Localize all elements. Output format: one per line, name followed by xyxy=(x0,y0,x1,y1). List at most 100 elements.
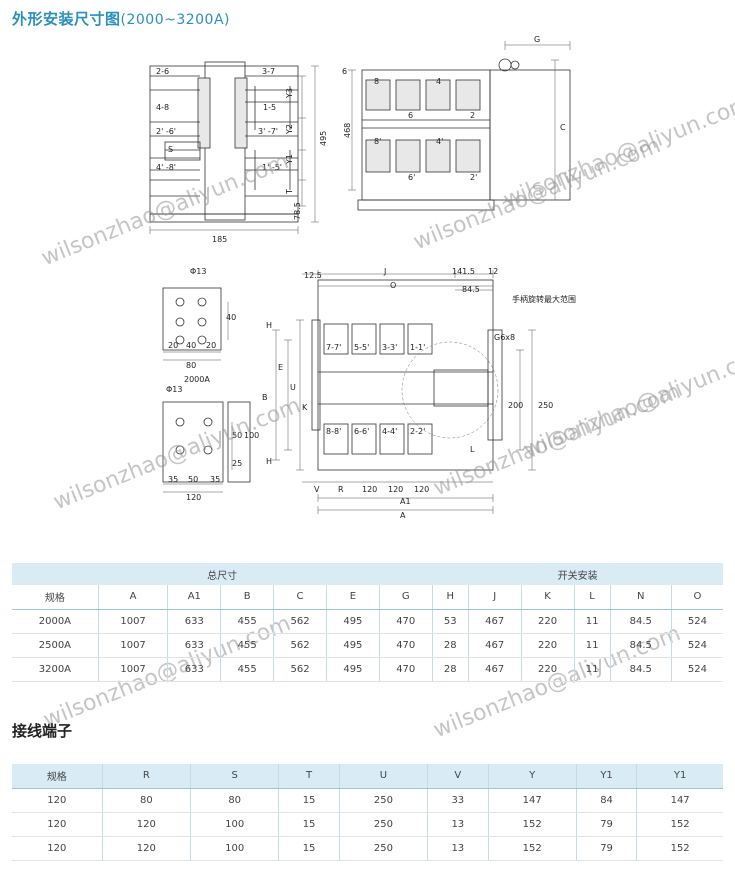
side-b: B xyxy=(262,393,268,402)
table-cell: 84.5 xyxy=(609,609,672,634)
side-250: 250 xyxy=(538,401,553,410)
table-cell: 250 xyxy=(338,812,428,837)
t3200-phi13: Φ13 xyxy=(166,385,182,394)
label-78-5: 78.5 xyxy=(293,202,302,220)
group-overall: 总尺寸 xyxy=(12,563,433,585)
front-j: J xyxy=(383,267,386,276)
table-cell: 79 xyxy=(575,836,637,861)
col-header: Y1 xyxy=(575,764,637,789)
label-1p-5p: 1' -5' xyxy=(262,163,282,172)
t2000-phi13: Φ13 xyxy=(190,267,206,276)
label-t: T xyxy=(285,189,294,195)
col-header: B xyxy=(220,585,274,610)
table-cell: 28 xyxy=(431,657,469,682)
label-y1: Y1 xyxy=(285,154,294,165)
bottom-v: V xyxy=(314,485,320,494)
label-4p-8p: 4' -8' xyxy=(156,163,176,172)
table-cell: 2500A xyxy=(12,633,99,658)
t2000-20b: 20 xyxy=(206,341,216,350)
table-group-row: 总尺寸 开关安装 xyxy=(12,563,723,585)
t3200-50a: 50 xyxy=(232,431,242,440)
table-cell: 13 xyxy=(427,812,488,837)
table-cell: 470 xyxy=(378,633,433,658)
side-g6x8: G6x8 xyxy=(494,333,515,342)
col-header: A1 xyxy=(167,585,221,610)
front-84-5: 84.5 xyxy=(462,285,480,294)
table-cell: 152 xyxy=(636,836,723,861)
table-cell: 28 xyxy=(431,633,469,658)
table-cell: 1007 xyxy=(97,609,168,634)
bottom-120c: 120 xyxy=(414,485,429,494)
table-cell: 562 xyxy=(273,609,327,634)
t3200-50b: 50 xyxy=(188,475,198,484)
pole-top-4: 1-1' xyxy=(410,343,425,352)
table-cell: 495 xyxy=(325,633,380,658)
side-h-bottom: H xyxy=(266,457,272,466)
table-cell: 100 xyxy=(189,836,279,861)
page-title: 外形安装尺寸图(2000~3200A) xyxy=(12,8,230,29)
front-12: 12 xyxy=(488,267,498,276)
t2000-20a: 20 xyxy=(168,341,178,350)
table-cell: 220 xyxy=(520,657,575,682)
front-view-main: 12.5 J 141.5 12 O 84.5 手柄旋转最大范围 7-7' 5-5… xyxy=(262,267,576,520)
table-cell: 250 xyxy=(338,788,428,813)
table-header-row: 规格 R S T U V Y Y1 Y1 xyxy=(12,764,723,789)
label-6p: 6' xyxy=(408,173,415,182)
table-cell: 84.5 xyxy=(609,657,672,682)
table-cell: 120 xyxy=(12,836,103,861)
table-cell: 633 xyxy=(167,657,221,682)
table-cell: 33 xyxy=(427,788,488,813)
col-header: A xyxy=(97,585,168,610)
col-header: Y1 xyxy=(636,764,723,789)
label-6-small: 6 xyxy=(342,67,347,76)
table-row: 120 120 100 15 250 13 152 79 152 xyxy=(12,836,723,861)
table-cell: 53 xyxy=(431,609,469,634)
label-2p-6p: 2' -6' xyxy=(156,127,176,136)
group-switch: 开关安装 xyxy=(432,563,723,585)
label-g: G xyxy=(534,35,540,44)
title-main: 外形安装尺寸图 xyxy=(12,10,121,28)
table-cell: 11 xyxy=(573,657,611,682)
col-header: R xyxy=(101,764,191,789)
bottom-120a: 120 xyxy=(362,485,377,494)
pole-bottom-2: 6-6' xyxy=(354,427,369,436)
col-header: 规格 xyxy=(12,764,103,789)
table-cell: 467 xyxy=(467,633,522,658)
pole-top-1: 7-7' xyxy=(326,343,341,352)
label-4p: 4' xyxy=(436,137,443,146)
table-cell: 100 xyxy=(189,812,279,837)
table-cell: 1007 xyxy=(97,633,168,658)
t3200-120: 120 xyxy=(186,493,201,502)
side-u: U xyxy=(290,383,296,392)
col-header: N xyxy=(609,585,672,610)
front-141-5: 141.5 xyxy=(452,267,475,276)
pole-bottom-3: 4-4' xyxy=(382,427,397,436)
table-cell: 455 xyxy=(220,633,274,658)
t2000-80: 80 xyxy=(186,361,196,370)
t3200-35a: 35 xyxy=(168,475,178,484)
dimension-drawing: 2-6 3-7 4-8 1-5 2' -6' 3' -7' S 4' -8' 1… xyxy=(149,35,576,520)
label-2p: 2' xyxy=(470,173,477,182)
table-cell: 15 xyxy=(278,836,340,861)
front-note: 手柄旋转最大范围 xyxy=(512,294,576,304)
side-view-terminals: 2-6 3-7 4-8 1-5 2' -6' 3' -7' S 4' -8' 1… xyxy=(149,61,328,244)
label-3p-7p: 3' -7' xyxy=(258,127,278,136)
pole-top-3: 3-3' xyxy=(382,343,397,352)
table-cell: 455 xyxy=(220,609,274,634)
table-row: 120 120 100 15 250 13 152 79 152 xyxy=(12,812,723,837)
table-cell: 13 xyxy=(427,836,488,861)
t3200-100: 100 xyxy=(244,431,259,440)
front-o: O xyxy=(390,281,396,290)
table-cell: 15 xyxy=(278,788,340,813)
table-row: 2500A 1007 633 455 562 495 470 28 467 22… xyxy=(12,633,723,658)
table-cell: 524 xyxy=(670,609,723,634)
col-header: 规格 xyxy=(12,585,99,610)
table-row: 3200A 1007 633 455 562 495 470 28 467 22… xyxy=(12,657,723,682)
table-cell: 1007 xyxy=(97,657,168,682)
t3200-35b: 35 xyxy=(210,475,220,484)
t2000-40b: 40 xyxy=(186,341,196,350)
table-cell: 11 xyxy=(573,609,611,634)
table-cell: 11 xyxy=(573,633,611,658)
col-header: S xyxy=(189,764,279,789)
terminal-3200a: Φ13 50 100 25 35 50 35 120 xyxy=(162,385,259,502)
